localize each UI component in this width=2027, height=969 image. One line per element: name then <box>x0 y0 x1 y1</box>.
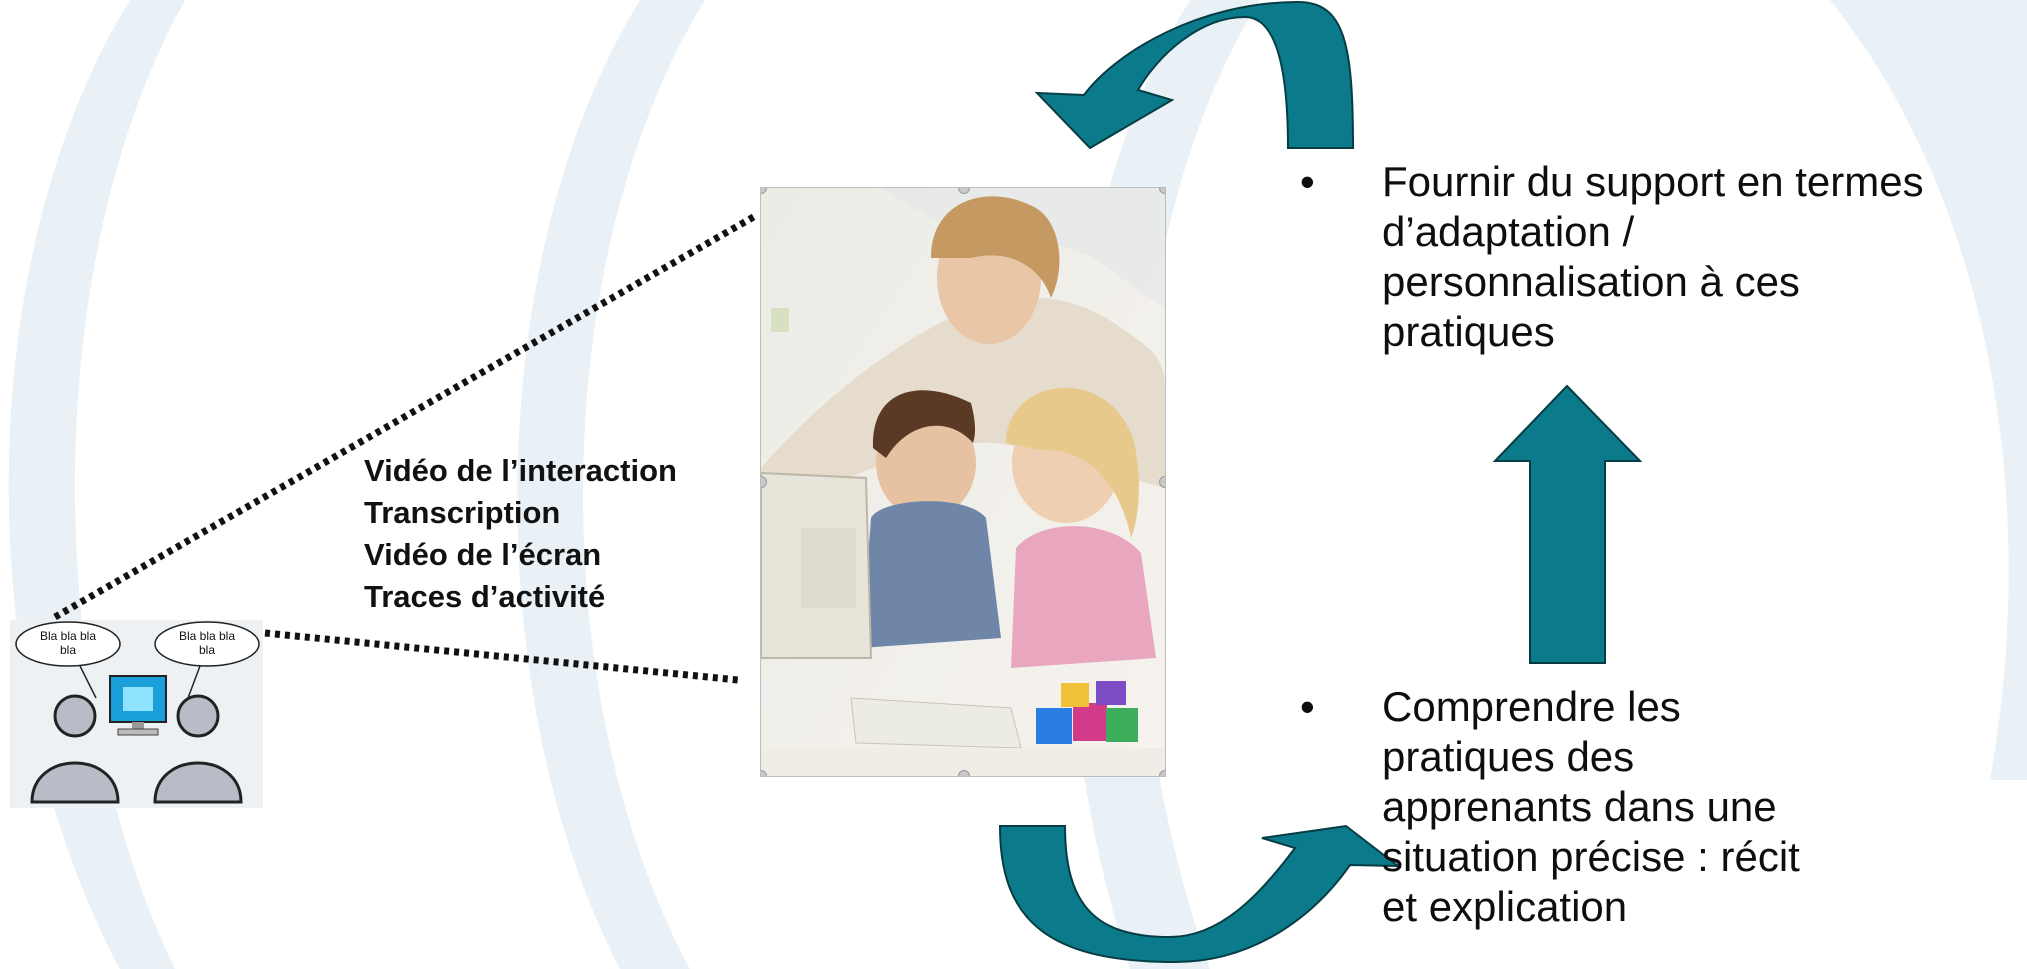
speech-bubble-left: Bla bla bla bla <box>15 621 121 699</box>
classroom-photo <box>760 187 1166 777</box>
bullet-symbol: • <box>1300 158 1315 205</box>
bullet-2-line-5: et explication <box>1382 883 1628 930</box>
bullet-2-line-4: situation précise : récit <box>1382 833 1800 880</box>
bubble-left-line2: bla <box>60 643 76 657</box>
bullet-2-line-2: pratiques des <box>1382 733 1635 780</box>
media-item-screen-video: Vidéo de l’écran <box>364 537 602 572</box>
user-icon-left <box>30 694 120 804</box>
media-item-activity-traces: Traces d’activité <box>364 579 606 614</box>
curved-arrow-top-icon <box>1034 0 1355 150</box>
media-list: Vidéo de l’interaction Transcription Vid… <box>364 450 764 618</box>
bullet-1-line-2: d’adaptation / <box>1382 208 1635 255</box>
bullet-1-line-1: Fournir du support en termes <box>1382 158 1924 205</box>
users-illustration: Bla bla bla bla Bla bla bla bla <box>10 620 263 808</box>
bullet-2-line-1: Comprendre les <box>1382 683 1681 730</box>
speech-bubble-right: Bla bla bla bla <box>154 621 260 699</box>
media-item-transcription: Transcription <box>364 495 561 530</box>
curved-arrow-bottom-icon <box>998 824 1402 964</box>
bullet-1-line-4: pratiques <box>1382 308 1555 355</box>
monitor-icon <box>109 675 167 736</box>
user-icon-right <box>153 694 243 804</box>
bullet-symbol: • <box>1300 683 1315 730</box>
bubble-right-line2: bla <box>199 643 215 657</box>
dotted-line-top <box>53 211 759 621</box>
up-arrow-icon <box>1492 384 1643 664</box>
bullet-1-line-3: personnalisation à ces <box>1382 258 1800 305</box>
bubble-right-line1: Bla bla bla <box>179 629 235 643</box>
bullet-2-line-3: apprenants dans une <box>1382 783 1777 830</box>
media-item-interaction-video: Vidéo de l’interaction <box>364 453 677 488</box>
bubble-left-line1: Bla bla bla <box>40 629 96 643</box>
